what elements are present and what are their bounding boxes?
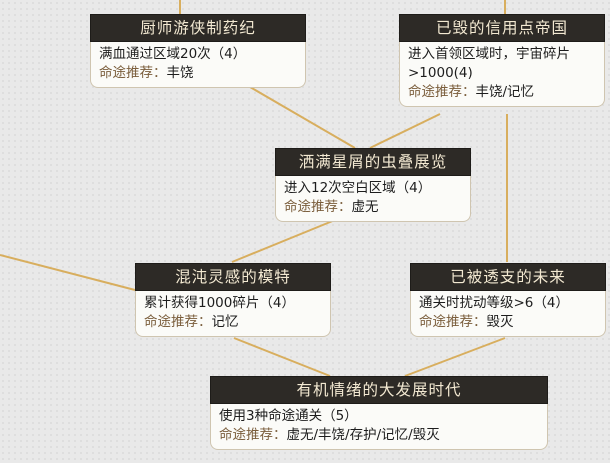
node-desc: 使用3种命途通关（5） (219, 408, 358, 424)
link-exhibit-chaos (231, 219, 336, 263)
node-title: 混沌灵感的模特 (135, 263, 331, 291)
rec-label: 命途推荐： (99, 65, 167, 81)
node-era[interactable]: 有机情绪的大发展时代 使用3种命途通关（5） 命途推荐：虚无/丰饶/存护/记忆/… (210, 376, 548, 450)
link-future-era (404, 337, 506, 377)
node-body: 满血通过区域20次（4） 命途推荐：丰饶 (90, 42, 306, 88)
rec-value: 虚无/丰饶/存护/记忆/毁灭 (286, 427, 440, 443)
node-future[interactable]: 已被透支的未来 通关时扰动等级>6（4） 命途推荐：毁灭 (410, 263, 606, 337)
node-title: 有机情绪的大发展时代 (210, 376, 548, 404)
rec-label: 命途推荐： (419, 314, 487, 330)
node-body: 使用3种命途通关（5） 命途推荐：虚无/丰饶/存护/记忆/毁灭 (210, 404, 548, 450)
node-title: 洒满星屑的虫叠展览 (275, 148, 471, 176)
rec-value: 丰饶/记忆 (475, 84, 535, 100)
node-body: 通关时扰动等级>6（4） 命途推荐：毁灭 (410, 291, 606, 337)
link-chef-exhibit (249, 86, 356, 149)
node-desc: 进入首领区域时，宇宙碎片>1000(4) (408, 46, 570, 81)
node-exhibit[interactable]: 洒满星屑的虫叠展览 进入12次空白区域（4） 命途推荐：虚无 (275, 148, 471, 222)
rec-value: 记忆 (211, 314, 239, 330)
node-title: 厨师游侠制药纪 (90, 14, 306, 42)
link-empire-exhibit (369, 113, 441, 149)
node-desc: 满血通过区域20次（4） (99, 46, 247, 62)
link-edge-chaos (0, 254, 136, 291)
node-empire[interactable]: 已毁的信用点帝国 进入首领区域时，宇宙碎片>1000(4) 命途推荐：丰饶/记忆 (399, 14, 605, 107)
rec-label: 命途推荐： (408, 84, 476, 100)
node-chef[interactable]: 厨师游侠制药纪 满血通过区域20次（4） 命途推荐：丰饶 (90, 14, 306, 88)
node-desc: 通关时扰动等级>6（4） (419, 295, 569, 311)
rec-label: 命途推荐： (144, 314, 212, 330)
rec-value: 丰饶 (166, 65, 194, 81)
node-chaos[interactable]: 混沌灵感的模特 累计获得1000碎片（4） 命途推荐：记忆 (135, 263, 331, 337)
node-body: 进入首领区域时，宇宙碎片>1000(4) 命途推荐：丰饶/记忆 (399, 42, 605, 107)
rec-label: 命途推荐： (284, 199, 352, 215)
rec-label: 命途推荐： (219, 427, 287, 443)
node-body: 累计获得1000碎片（4） 命途推荐：记忆 (135, 291, 331, 337)
link-chaos-era (233, 337, 331, 377)
node-desc: 进入12次空白区域（4） (284, 180, 432, 196)
node-title: 已毁的信用点帝国 (399, 14, 605, 42)
node-body: 进入12次空白区域（4） 命途推荐：虚无 (275, 176, 471, 222)
node-desc: 累计获得1000碎片（4） (144, 295, 295, 311)
rec-value: 虚无 (351, 199, 379, 215)
node-title: 已被透支的未来 (410, 263, 606, 291)
rec-value: 毁灭 (486, 314, 514, 330)
